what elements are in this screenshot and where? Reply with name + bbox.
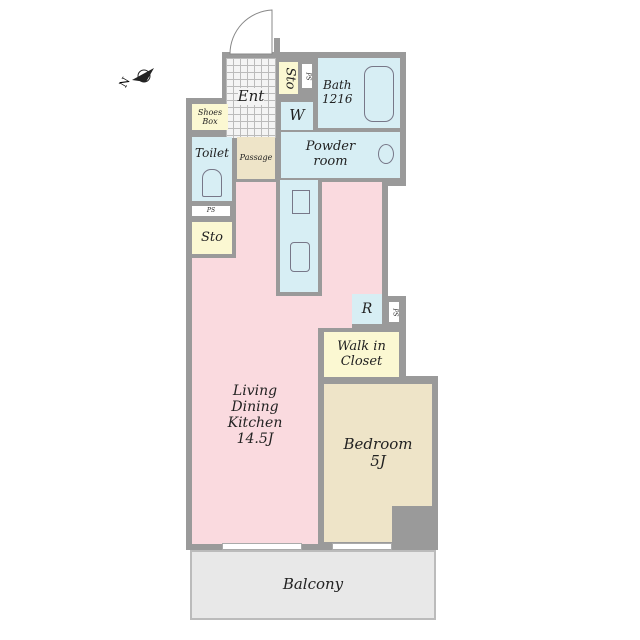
balcony: Balcony — [190, 550, 436, 620]
room-label: PS — [391, 307, 399, 317]
room-powder: Powder room — [281, 132, 400, 178]
window — [332, 543, 392, 550]
room-ldk: Living Dining Kitchen 14.5J — [192, 258, 318, 544]
sink-icon — [378, 144, 394, 164]
room-label: PS — [206, 206, 216, 214]
room-label: Walk in Closet — [337, 338, 386, 369]
room-entrance: Ent — [226, 58, 276, 138]
room-bedroom: Bedroom 5J — [324, 384, 432, 542]
room-label: Living Dining Kitchen 14.5J — [227, 382, 283, 448]
room-ps-left: PS — [192, 206, 230, 216]
bathtub-icon — [364, 66, 394, 122]
room-walk-in-closet: Walk in Closet — [324, 332, 399, 377]
room-storage-top: Sto — [279, 62, 298, 94]
room-passage: Passage — [237, 137, 275, 179]
room-shoes-box: Shoes Box — [192, 104, 228, 130]
room-label: PS — [304, 71, 312, 81]
room-label: Toilet — [195, 146, 229, 160]
compass: N — [117, 62, 158, 92]
room-ps-top: PS — [302, 64, 312, 88]
room-label: Bedroom 5J — [343, 434, 413, 470]
room-label: R — [361, 300, 373, 317]
compass-arrow-icon — [132, 68, 154, 83]
room-label: Powder room — [305, 139, 356, 169]
room-ps-right: PS — [389, 302, 399, 322]
room-washer: W — [281, 102, 313, 130]
room-label: Sto — [281, 67, 297, 89]
kitchen-counter — [276, 180, 322, 296]
room-label: Ent — [237, 87, 265, 106]
room-bath: Bath 1216 — [318, 58, 400, 128]
window — [222, 543, 302, 550]
room-toilet: Toilet — [192, 137, 232, 201]
room-label: Sto — [201, 229, 223, 245]
room-refrigerator: R — [352, 294, 382, 324]
toilet-icon — [202, 169, 222, 197]
room-label: W — [289, 106, 305, 125]
stove-icon — [292, 190, 310, 214]
entrance-door-swing-icon — [229, 9, 273, 55]
room-label: Bath 1216 — [322, 78, 353, 106]
room-ldk-fill — [318, 182, 352, 328]
entrance-wall-post — [274, 38, 280, 68]
pillar — [392, 506, 432, 542]
room-storage-left: Sto — [192, 222, 232, 254]
room-label: Balcony — [282, 575, 344, 594]
room-label: Passage — [239, 153, 273, 163]
room-label: Shoes Box — [197, 107, 223, 126]
kitchen-sink-icon — [290, 242, 310, 272]
